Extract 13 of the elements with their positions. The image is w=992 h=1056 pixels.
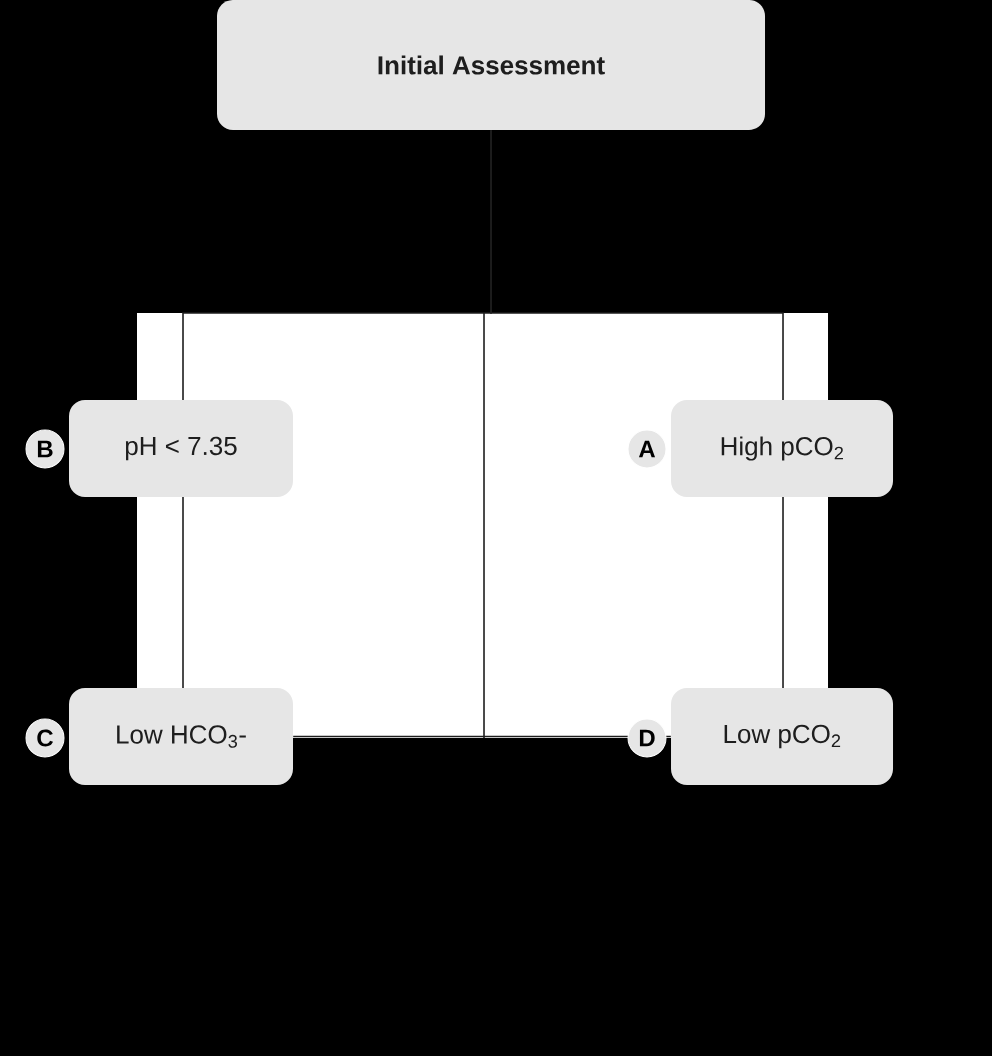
title-box: Initial Assessment — [217, 0, 765, 130]
condition-box: High pCO$_{2}$ — [671, 400, 893, 497]
condition-box: Low pCO$_{2}$ — [671, 688, 893, 785]
connector-line — [490, 129, 784, 401]
connector-line — [292, 735, 672, 738]
letter-badge: D — [627, 718, 667, 758]
condition-box: Low HCO$_{3}$- — [69, 688, 293, 785]
letter-badge: A — [627, 429, 667, 469]
letter-badge: B — [25, 429, 65, 469]
connector-line — [182, 496, 184, 689]
connector-line — [782, 496, 784, 689]
condition-box: pH < 7.35 — [69, 400, 293, 497]
letter-badge: C — [25, 718, 65, 758]
